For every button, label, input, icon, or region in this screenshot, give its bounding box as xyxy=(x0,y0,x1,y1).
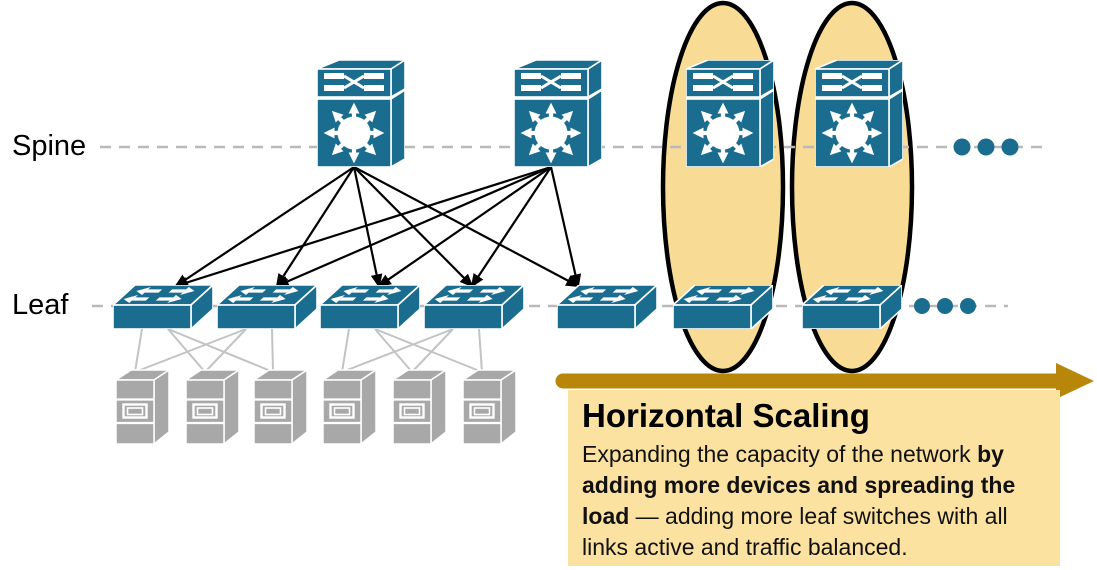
callout-text-segment-bold: adding more devices and spreading the xyxy=(582,472,1016,498)
horizontal-scaling-callout: Horizontal Scaling Expanding the capacit… xyxy=(568,390,1060,566)
leaf-row-label: Leaf xyxy=(12,289,69,321)
callout-text-segment: — adding more leaf switches with all xyxy=(629,503,1008,529)
spine-row-label: Spine xyxy=(12,130,87,162)
callout-text-segment: Expanding the capacity of the network xyxy=(582,441,978,467)
callout-text-segment-bold: by xyxy=(977,441,1004,467)
highlight-ellipse-1 xyxy=(660,0,786,374)
leaf-server-links xyxy=(134,328,483,373)
spine-ellipsis-dots xyxy=(953,138,1019,156)
horizontal-scaling-right-arrow-icon xyxy=(555,363,1094,399)
callout-text-segment: links active and traffic balanced. xyxy=(582,534,908,560)
spine-leaf-links xyxy=(173,165,582,289)
callout-text-segment-bold: load xyxy=(582,503,630,529)
callout-body: Expanding the capacity of the network by… xyxy=(582,439,1052,563)
leaf-ellipsis-dots xyxy=(914,298,976,314)
highlight-ellipse-2 xyxy=(789,0,915,374)
callout-title: Horizontal Scaling xyxy=(582,397,870,434)
